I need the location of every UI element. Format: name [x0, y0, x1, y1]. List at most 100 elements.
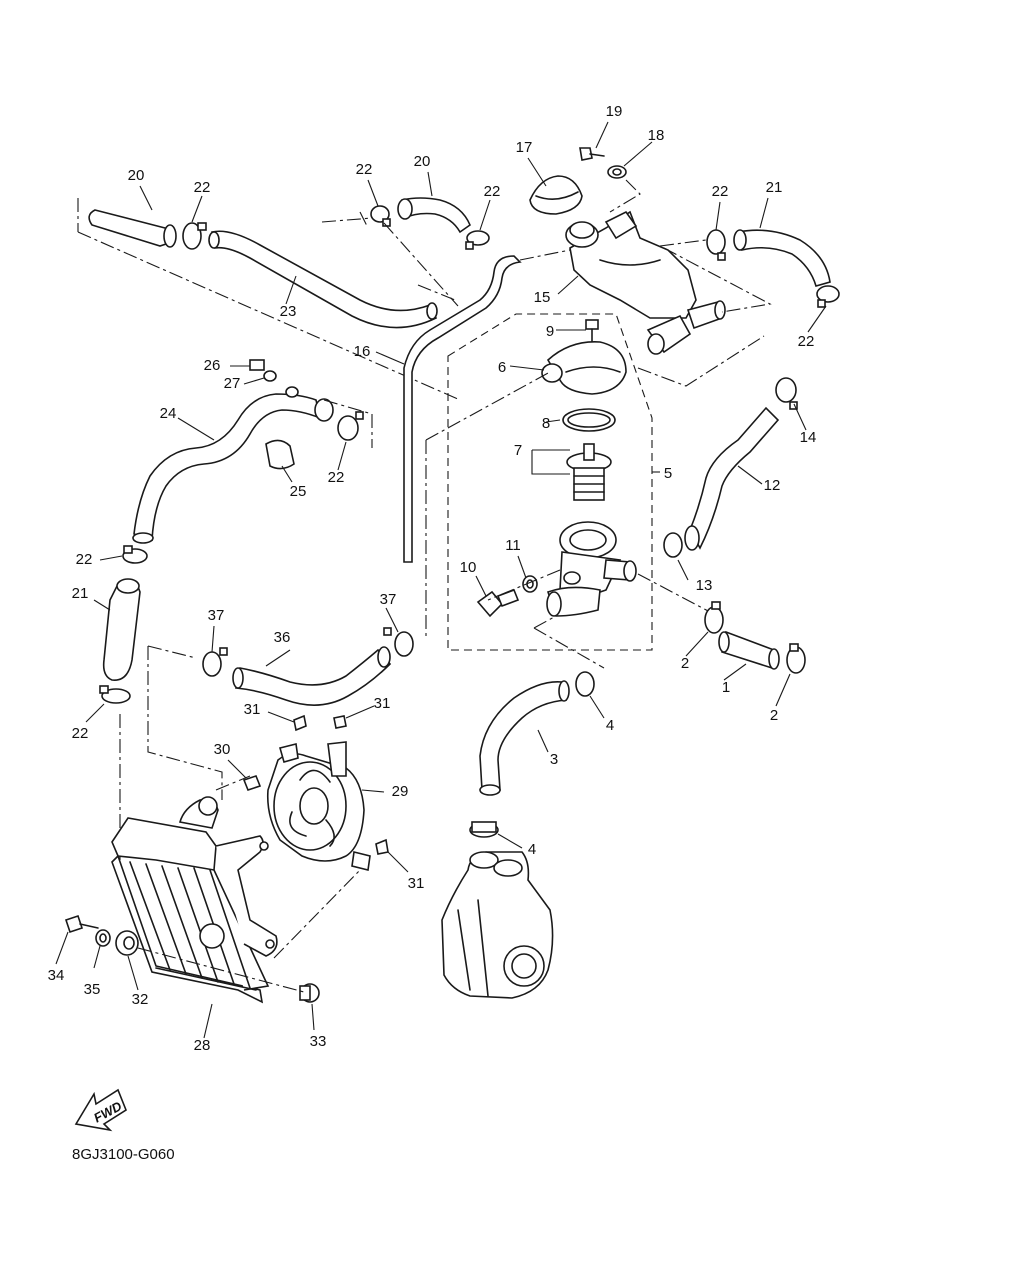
screw-31-a — [293, 714, 307, 732]
hose-24 — [132, 393, 334, 544]
callout-15: 15 — [534, 289, 551, 306]
callout-22: 22 — [712, 183, 729, 200]
callout-22: 22 — [484, 183, 501, 200]
collar-33 — [299, 983, 320, 1003]
leader-lines — [55, 121, 827, 1039]
callout-25: 25 — [290, 483, 307, 500]
callout-10: 10 — [460, 559, 477, 576]
clamp-37-left — [202, 647, 228, 677]
clamp-37-right — [383, 627, 414, 657]
clamp-22-left-mid — [122, 545, 148, 564]
callout-37: 37 — [380, 591, 397, 608]
clamp-22-mid — [337, 411, 364, 441]
hose-1 — [718, 630, 780, 670]
thermostat-cover-6 — [541, 341, 627, 395]
callout-20: 20 — [128, 167, 145, 184]
washer-11 — [522, 575, 538, 593]
hose-20-top — [397, 197, 471, 234]
thermostat-7 — [566, 443, 612, 501]
callout-11: 11 — [505, 537, 521, 554]
o-ring-8 — [562, 408, 616, 432]
assembly-box-5 — [447, 313, 653, 651]
callout-18: 18 — [648, 127, 665, 144]
callout-31: 31 — [244, 701, 261, 718]
plug-25 — [265, 439, 295, 470]
clamp-2-a — [704, 601, 724, 634]
callout-22: 22 — [72, 725, 89, 742]
fwd-arrow-icon: FWD — [74, 1088, 127, 1132]
callout-31: 31 — [374, 695, 391, 712]
washer-18 — [607, 165, 627, 179]
callout-20: 20 — [414, 153, 431, 170]
callout-37: 37 — [208, 607, 225, 624]
callout-4: 4 — [528, 841, 536, 858]
callout-4: 4 — [606, 717, 614, 734]
clamp-22-top-right-a — [706, 229, 726, 261]
callout-5: 5 — [664, 465, 672, 482]
callout-22: 22 — [356, 161, 373, 178]
hose-12 — [684, 406, 780, 551]
callout-22: 22 — [76, 551, 93, 568]
callout-30: 30 — [214, 741, 231, 758]
callout-8: 8 — [542, 415, 550, 432]
callout-24: 24 — [160, 405, 177, 422]
breather-hose-16 — [403, 255, 522, 563]
hose-20-left — [88, 209, 177, 248]
callout-6: 6 — [498, 359, 506, 376]
callout-22: 22 — [328, 469, 345, 486]
clamp-14 — [775, 377, 798, 410]
callout-34: 34 — [48, 967, 65, 984]
temperature-sensor-10 — [476, 588, 520, 618]
callout-9: 9 — [546, 323, 554, 340]
clamp-27 — [263, 370, 299, 398]
clamp-22-top-b — [465, 230, 490, 250]
washer-35 — [95, 929, 111, 947]
callout-32: 32 — [132, 991, 149, 1008]
hose-36 — [232, 646, 392, 706]
callout-26: 26 — [204, 357, 221, 374]
callout-19: 19 — [606, 103, 623, 120]
clamp-4-upper — [575, 671, 595, 697]
callout-12: 12 — [764, 477, 781, 494]
bolt-34 — [64, 914, 99, 934]
thermostat-housing — [546, 521, 637, 617]
callout-33: 33 — [310, 1033, 327, 1050]
screw-31-b — [333, 715, 347, 729]
diagram-code: 8GJ3100-G060 — [72, 1146, 175, 1163]
callout-28: 28 — [194, 1037, 211, 1054]
callout-7: 7 — [514, 442, 522, 459]
callout-2: 2 — [770, 707, 778, 724]
grommet-32 — [115, 930, 139, 956]
bolt-19 — [579, 147, 605, 161]
callout-22: 22 — [798, 333, 815, 350]
callout-23: 23 — [280, 303, 297, 320]
callout-22: 22 — [194, 179, 211, 196]
clamp-4-lower — [469, 821, 499, 838]
callout-36: 36 — [274, 629, 291, 646]
clamp-22-left — [182, 222, 207, 250]
fan-motor-29 — [266, 741, 371, 871]
callout-27: 27 — [224, 375, 241, 392]
callout-21: 21 — [72, 585, 89, 602]
water-pump — [441, 851, 554, 999]
hose-3 — [479, 680, 570, 796]
callout-2: 2 — [681, 655, 689, 672]
callout-13: 13 — [696, 577, 713, 594]
hose-23 — [208, 230, 438, 329]
screw-31-c — [375, 838, 389, 855]
callout-31: 31 — [408, 875, 425, 892]
callout-3: 3 — [550, 751, 558, 768]
callout-21: 21 — [766, 179, 783, 196]
clamp-22-top-right-b — [816, 285, 840, 308]
clamp-2-b — [786, 643, 806, 674]
clamp-22-left-low — [99, 685, 131, 704]
radiator-28 — [111, 796, 278, 1004]
clamp-13 — [663, 532, 683, 558]
callout-35: 35 — [84, 981, 101, 998]
radiator-cap-17 — [529, 175, 583, 215]
callout-16: 16 — [354, 343, 371, 360]
callout-labels: 1 2 2 3 4 4 5 6 7 8 9 10 11 12 13 14 15 … — [48, 103, 817, 1054]
callout-29: 29 — [392, 783, 409, 800]
nut-30 — [242, 775, 262, 791]
